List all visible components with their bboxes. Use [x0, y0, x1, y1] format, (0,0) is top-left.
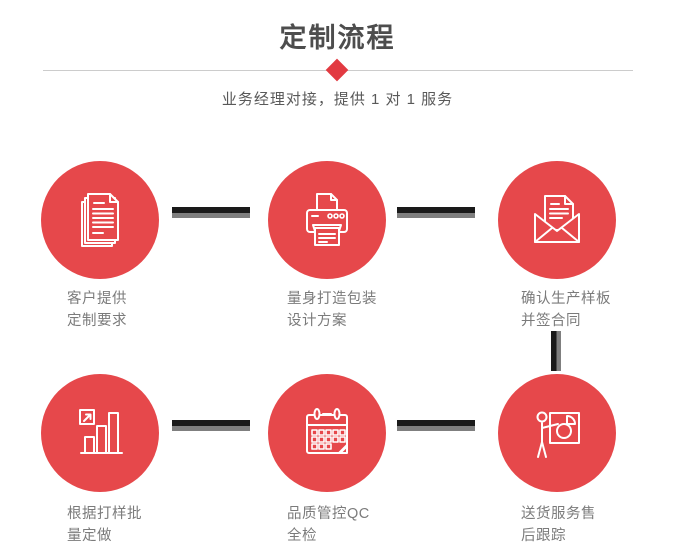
connector-step1-step2	[172, 207, 250, 218]
step-4-circle	[41, 374, 159, 492]
connector-step5-step6	[397, 420, 475, 431]
diamond-icon	[325, 58, 349, 82]
step-5-label: 品质管控QC 全检	[287, 506, 370, 544]
documents-stack-icon	[81, 193, 119, 247]
page-title: 定制流程	[279, 23, 396, 53]
presentation-icon	[536, 411, 580, 458]
envelope-letter-icon	[534, 195, 580, 243]
step-6-circle	[498, 374, 616, 492]
connector-step3-step6	[551, 331, 561, 371]
step-2-label: 量身打造包装 设计方案	[287, 291, 377, 329]
section-subtitle: 业务经理对接，提供 1 对 1 服务	[221, 91, 454, 108]
calendar-icon	[306, 408, 348, 454]
step-3-label: 确认生产样板 并签合同	[521, 291, 611, 329]
step-1-label: 客户提供 定制要求	[67, 291, 127, 329]
printer-icon	[306, 193, 348, 246]
bar-chart-icon	[79, 409, 123, 454]
connector-step2-step3	[397, 207, 475, 218]
step-6-label: 送货服务售 后跟踪	[521, 506, 596, 544]
step-3-circle	[498, 161, 616, 279]
step-1-circle	[41, 161, 159, 279]
step-5-circle	[268, 374, 386, 492]
step-2-circle	[268, 161, 386, 279]
step-4-label: 根据打样批 量定做	[67, 506, 142, 544]
connector-step4-step5	[172, 420, 250, 431]
